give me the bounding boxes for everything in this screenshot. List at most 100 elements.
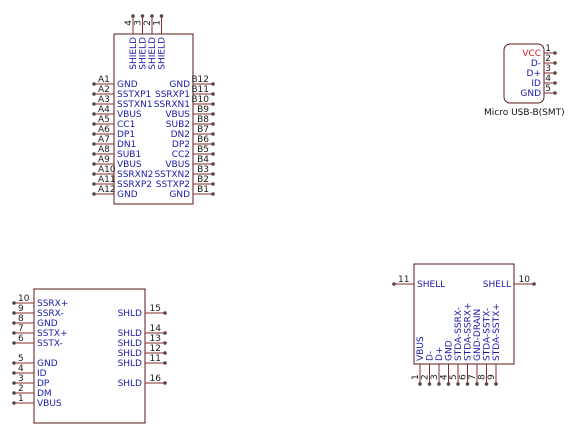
usb-c-pin-a11-end[interactable] [92, 182, 96, 186]
usb3-micro-b-pin-5-name: GND [37, 359, 58, 369]
usb-c-pin-top-3-end[interactable] [159, 14, 164, 18]
usb-c-pin-b1-end[interactable] [211, 192, 215, 196]
usb3-type-a-pin-7-end[interactable] [475, 382, 479, 386]
usb-c-pin-b2-number: B2 [197, 175, 209, 185]
usb-c-pin-b5-name: CC2 [172, 150, 190, 160]
usb-c-pin-a12-end[interactable] [92, 192, 96, 196]
usb-c-pin-b4-end[interactable] [211, 162, 215, 166]
usb3-type-a-pin-10-number: 10 [519, 275, 531, 285]
usb-c-pin-a10-end[interactable] [92, 172, 96, 176]
micro-usb-b-pin-4-end[interactable] [553, 81, 557, 85]
usb-c-left-pins: GNDA1SSTXP1A2SSTXN1A3VBUSA4CC1A5DP1A6DN1… [92, 75, 153, 200]
usb-c-pin-b1-number: B1 [197, 185, 209, 195]
usb3-type-a-pin-1-number: 1 [411, 374, 421, 380]
usb3-type-a-pin-5-end[interactable] [456, 382, 460, 386]
usb-c-pin-b6-end[interactable] [211, 142, 215, 146]
usb3-type-a-pin-10-end[interactable] [532, 282, 536, 286]
usb3-micro-b-pin-5-end[interactable] [12, 361, 16, 365]
usb-c-pin-top-2-end[interactable] [150, 14, 154, 18]
usb-c-pin-a6-end[interactable] [92, 132, 96, 136]
usb3-micro-b-pin-2-end[interactable] [12, 391, 16, 395]
micro-usb-b-pin-2-end[interactable] [553, 61, 557, 65]
usb-c-pin-b4-number: B4 [197, 155, 209, 165]
usb3-micro-b-pin-10-end[interactable] [12, 301, 16, 305]
usb3-micro-b-pin-6-end[interactable] [12, 341, 16, 345]
usb3-micro-b-pin-11-end[interactable] [163, 361, 167, 365]
micro-usb-b-pin-3-number: 3 [545, 64, 551, 74]
micro-usb-b-pin-5-number: 5 [545, 84, 551, 94]
usb-c-pin-top-0-end[interactable] [131, 14, 135, 18]
usb-c-pin-b5-number: B5 [197, 145, 209, 155]
usb3-micro-b-pin-10-name: SSRX+ [37, 299, 68, 309]
usb-c-pin-b10-end[interactable] [211, 102, 215, 106]
usb-c-pin-b8-end[interactable] [211, 122, 215, 126]
usb-c-pin-a4-name: VBUS [117, 110, 142, 120]
usb3-type-a-pin-6-name: STDA-SSRX+ [464, 302, 474, 361]
usb-c-pin-a8-number: A8 [98, 145, 110, 155]
usb3-type-a-pin-2-end[interactable] [427, 382, 432, 386]
usb3-type-a-pin-4-end[interactable] [446, 382, 451, 386]
usb-c-pin-b9-end[interactable] [211, 112, 215, 116]
usb-c-pin-a2-end[interactable] [92, 92, 96, 96]
usb-c-pin-b12-end[interactable] [211, 82, 215, 86]
usb3-micro-b-pin-7-end[interactable] [12, 331, 16, 335]
usb3-type-a-pin-7-number: 7 [468, 374, 478, 380]
usb3-micro-b-left-pins: SSRX+10SSRX-9GND8SSTX+7SSTX-6GND5ID4DP3D… [12, 294, 68, 409]
usb-c-pin-top-1-end[interactable] [140, 14, 145, 18]
usb-c-pin-b9-name: VBUS [165, 110, 190, 120]
usb3-type-a-pin-3-end[interactable] [437, 382, 441, 386]
usb3-micro-b-pin-16-end[interactable] [163, 381, 167, 385]
usb-c-pin-b11-name: SSRXP1 [155, 90, 190, 100]
usb3-type-a-pin-6-end[interactable] [465, 382, 470, 386]
usb-c-pin-a9-end[interactable] [92, 162, 96, 166]
usb-c-pin-a3-end[interactable] [92, 102, 96, 106]
usb-c-pin-a4-end[interactable] [92, 112, 96, 116]
micro-usb-b-caption: Micro USB-B(SMT) [484, 108, 565, 118]
usb3-type-a-pin-11-end[interactable] [392, 282, 396, 286]
usb-c-pin-a5-name: CC1 [117, 120, 135, 130]
usb-c-pin-b3-end[interactable] [211, 172, 215, 176]
usb3-micro-b-pin-10-number: 10 [18, 294, 30, 304]
usb3-type-a-pin-8-end[interactable] [484, 382, 489, 386]
usb-c-pin-b10-name: SSRXN1 [154, 100, 190, 110]
usb3-micro-b-pin-14-end[interactable] [163, 331, 167, 335]
usb-c-pin-b5-end[interactable] [211, 152, 215, 156]
usb-c-pin-a5-number: A5 [98, 115, 110, 125]
micro-usb-b-pin-3-end[interactable] [553, 71, 557, 75]
usb3-micro-b-connector: SSRX+10SSRX-9GND8SSTX+7SSTX-6GND5ID4DP3D… [12, 288, 167, 424]
micro-usb-b-pin-1-end[interactable] [553, 51, 557, 55]
usb3-micro-b-pin-8-end[interactable] [12, 321, 16, 325]
usb3-type-a-pin-6-number: 6 [459, 374, 469, 380]
usb3-micro-b-pin-4-number: 4 [18, 364, 24, 374]
usb-c-pin-a1-end[interactable] [92, 82, 96, 86]
usb3-micro-b-pin-3-end[interactable] [12, 381, 16, 385]
usb-c-pin-b2-end[interactable] [211, 182, 215, 186]
usb3-micro-b-pin-4-end[interactable] [12, 371, 16, 375]
usb3-micro-b-pin-12-end[interactable] [163, 351, 167, 355]
usb3-micro-b-pin-1-end[interactable] [12, 401, 16, 405]
usb3-type-a-pin-1-end[interactable] [418, 382, 422, 386]
usb-c-pin-b11-end[interactable] [211, 92, 215, 96]
usb-c-pin-a12-number: A12 [98, 185, 116, 195]
usb-c-pin-b7-end[interactable] [211, 132, 215, 136]
usb-c-pin-a11-name: SSRXP2 [117, 180, 152, 190]
usb3-micro-b-pin-9-end[interactable] [12, 311, 16, 315]
usb-c-pin-a7-end[interactable] [92, 142, 96, 146]
micro-usb-b-pin-5-end[interactable] [553, 91, 557, 95]
usb3-micro-b-pin-13-end[interactable] [163, 341, 167, 345]
usb3-micro-b-pin-3-name: DP [37, 379, 50, 389]
usb3-micro-b-pin-14-name: SHLD [118, 329, 142, 339]
usb-c-pin-b12-name: GND [169, 80, 190, 90]
micro-usb-b-pin-4-number: 4 [545, 74, 551, 84]
usb3-micro-b-pin-16-number: 16 [150, 374, 162, 384]
usb-c-pin-a5-end[interactable] [92, 122, 96, 126]
usb-c-pin-top-3-number: 1 [153, 20, 163, 26]
usb-c-pin-b12-number: B12 [191, 75, 209, 85]
usb3-micro-b-pin-15-end[interactable] [163, 311, 167, 315]
usb-c-pin-b3-number: B3 [197, 165, 209, 175]
usb-c-pin-a8-end[interactable] [92, 152, 96, 156]
usb-c-pin-top-1-number: 3 [134, 20, 144, 26]
usb-c-pin-b8-number: B8 [197, 115, 209, 125]
usb3-type-a-pin-9-end[interactable] [494, 382, 498, 386]
